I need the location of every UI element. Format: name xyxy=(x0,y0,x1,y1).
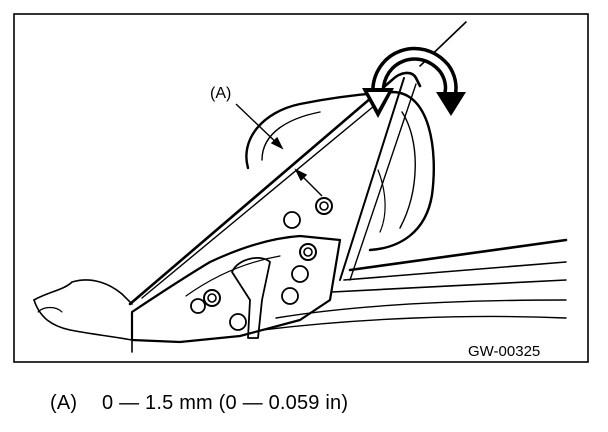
bolt-hole xyxy=(203,289,221,307)
measurement-leader xyxy=(235,103,323,197)
caption-text: 0 — 1.5 mm (0 — 0.059 in) xyxy=(102,392,349,414)
side-mirror xyxy=(245,90,435,252)
hole xyxy=(190,298,206,314)
fender xyxy=(33,279,133,305)
caption: (A) 0 — 1.5 mm (0 — 0.059 in) xyxy=(50,392,348,415)
window-molding xyxy=(128,71,422,306)
door-belt-line xyxy=(348,238,568,272)
mirror-bracket xyxy=(130,234,342,344)
bolt-hole xyxy=(315,197,333,215)
rotation-arrow-icon xyxy=(362,46,466,118)
hole xyxy=(229,313,247,331)
hole xyxy=(291,265,309,283)
hole xyxy=(283,211,301,229)
caption-tag: (A) xyxy=(50,392,78,414)
callout-label: (A) xyxy=(210,85,231,102)
hole xyxy=(281,287,299,305)
illustration xyxy=(33,21,568,353)
slot xyxy=(231,257,271,339)
figure-frame xyxy=(13,13,589,363)
bolt-hole xyxy=(299,243,317,261)
figure-code: GW-00325 xyxy=(468,343,540,360)
